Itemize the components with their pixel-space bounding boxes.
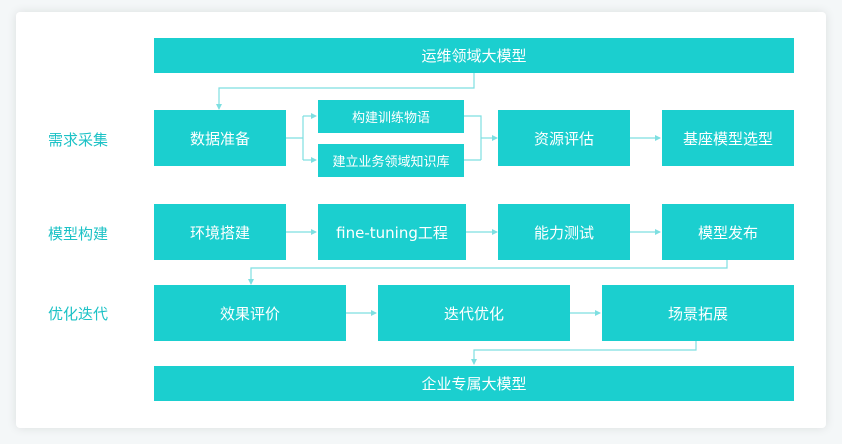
- stage-label-optimize: 优化迭代: [48, 305, 109, 323]
- box-iterate: 迭代优化: [378, 285, 570, 341]
- box-build-kb: 建立业务领域知识库: [318, 144, 464, 177]
- box-data-prep: 数据准备: [154, 110, 286, 166]
- top-box-ops-llm: 运维领域大模型: [154, 38, 794, 73]
- box-scenario-expand: 场景拓展: [602, 285, 794, 341]
- box-build-corpus: 构建训练物语: [318, 100, 464, 133]
- arrow-top-to-data-prep: [216, 73, 475, 110]
- arrow-to-bottom: [471, 341, 697, 365]
- arrow-corpus-merge: [464, 115, 482, 161]
- box-effect-eval: 效果评价: [154, 285, 346, 341]
- stage-label-model-build: 模型构建: [48, 225, 109, 243]
- box-resource-eval: 资源评估: [498, 110, 630, 166]
- box-env-setup: 环境搭建: [154, 204, 286, 260]
- box-fine-tuning: fine-tuning工程: [318, 204, 466, 260]
- box-base-model-select: 基座模型选型: [662, 110, 794, 166]
- stage-label-requirements: 需求采集: [48, 131, 109, 149]
- box-model-release: 模型发布: [662, 204, 794, 260]
- arrow-release-to-effect: [248, 259, 728, 285]
- bottom-box-enterprise-llm: 企业专属大模型: [154, 366, 794, 401]
- box-capability-test: 能力测试: [498, 204, 630, 260]
- arrow-data-prep-split: [286, 116, 304, 160]
